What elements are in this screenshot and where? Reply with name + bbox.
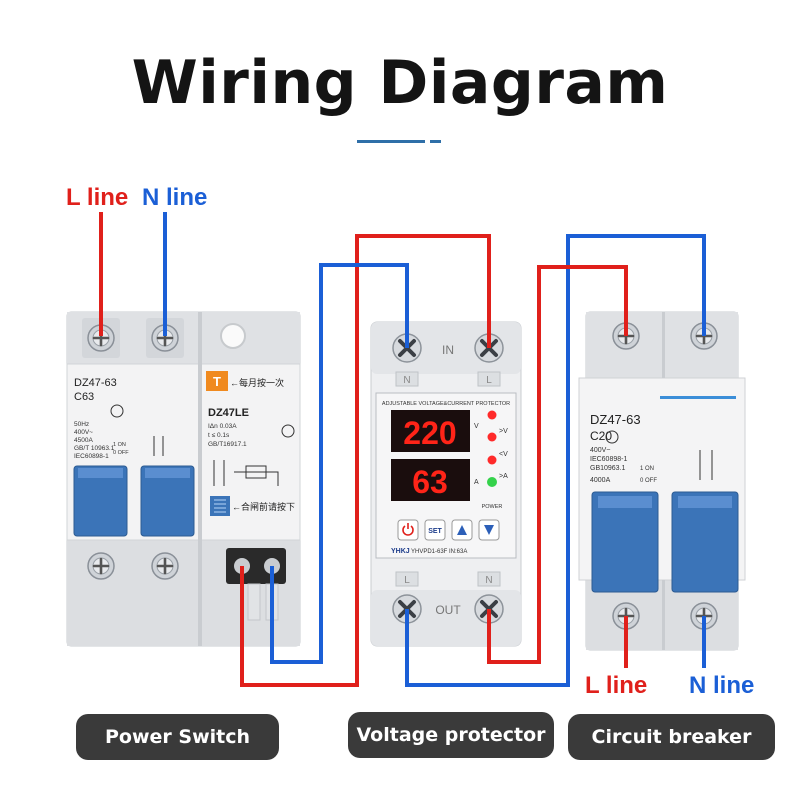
protector-power-button[interactable]: [397, 519, 419, 541]
breaker-rating: C20: [590, 429, 612, 443]
power-switch-terminal-bottom-1: [86, 551, 116, 581]
power-switch-caption: Power Switch: [76, 714, 279, 760]
breaker-off-label: 0 OFF: [640, 478, 657, 484]
power-switch-spec-5: IEC60898-1: [74, 453, 109, 460]
power-switch-spec-2: 400V~: [74, 429, 93, 436]
protector-in-n-tag: N: [403, 375, 410, 386]
wires: [99, 212, 706, 687]
protector-out-l-tag: L: [404, 575, 410, 586]
power-switch-test-note: ←每月按一次: [230, 377, 284, 388]
power-switch-model: DZ47-63: [74, 377, 117, 389]
protector-down-button[interactable]: [478, 519, 500, 541]
power-switch-device: DZ47-63 C63 50Hz 400V~ 4500A GB/T 10963.…: [66, 311, 301, 647]
power-switch-rcd-spec-2: t ≤ 0.1s: [208, 432, 230, 439]
protector-in-label: IN: [442, 343, 454, 357]
protector-unit-a: A: [474, 479, 479, 486]
protector-set-button[interactable]: SET: [424, 519, 446, 541]
protector-indicator-under-v: <V: [499, 451, 508, 458]
protector-out-n-tag: N: [485, 575, 492, 586]
protector-indicator-over-a: >A: [499, 473, 508, 480]
breaker-on-label: 1 ON: [640, 466, 654, 472]
protector-up-button[interactable]: [451, 519, 473, 541]
breaker-spec-2: IEC60898-1: [590, 456, 627, 463]
protector-header-text: ADJUSTABLE VOLTAGE&CURRENT PROTECTOR: [382, 401, 510, 407]
output-n-line-label: N line: [689, 672, 755, 699]
power-switch-rcd-model: DZ47LE: [208, 407, 249, 419]
output-l-line-label: L line: [585, 672, 648, 699]
wire-switch-to-protector-live: [240, 234, 491, 687]
protector-set-label: SET: [428, 528, 442, 535]
title-underline-short: [430, 140, 441, 143]
protector-out-label: OUT: [435, 603, 461, 617]
power-switch-off-label: 0 OFF: [113, 450, 129, 456]
power-switch-reset-note: ←合闸前请按下: [232, 501, 295, 512]
breaker-model: DZ47-63: [590, 412, 641, 427]
power-switch-rcd-spec-3: GB/T16917.1: [208, 441, 247, 448]
wire-protector-to-breaker-neutral: [487, 265, 628, 664]
power-switch-spec-3: 4500A: [74, 437, 93, 444]
page-title: Wiring Diagram: [131, 48, 669, 118]
input-n-line-label: N line: [142, 184, 208, 211]
power-switch-terminal-bottom-2: [150, 551, 180, 581]
voltage-protector-caption: Voltage protector: [348, 712, 554, 758]
breaker-spec-1: 400V~: [590, 447, 610, 454]
protector-current-display: 63: [412, 464, 448, 500]
down-arrow-icon: [484, 525, 494, 535]
protector-unit-v: V: [474, 423, 479, 430]
power-switch-on-label: 1 ON: [113, 442, 126, 448]
breaker-spec-3: GB10963.1: [590, 465, 626, 472]
protector-in-l-tag: L: [486, 375, 492, 386]
circuit-breaker-caption: Circuit breaker: [568, 714, 775, 760]
protector-indicator-over-v: >V: [499, 428, 508, 435]
breaker-spec-4: 4000A: [590, 477, 611, 484]
power-switch-spec-1: 50Hz: [74, 421, 89, 428]
protector-voltage-display: 220: [403, 415, 456, 451]
protector-brand: YHKJ: [391, 548, 410, 555]
power-switch-rating: C63: [74, 391, 94, 403]
circuit-breaker-device: DZ47-63 C20 400V~ IEC60898-1 GB10963.1 4…: [578, 311, 746, 651]
voltage-protector-device: IN N L ADJUSTABLE VOLTAGE&CURRENT PROTEC…: [370, 321, 522, 647]
up-arrow-icon: [457, 525, 467, 535]
protector-model-text: YHVPD1-63F IN:63A: [411, 549, 467, 555]
protector-power-label: POWER: [482, 504, 503, 510]
wire-protector-to-breaker-live: [405, 234, 706, 687]
power-switch-test-button[interactable]: T: [213, 374, 221, 389]
power-switch-rcd-spec-1: IΔn 0.03A: [208, 423, 237, 430]
power-switch-spec-4: GB/T 10963.1: [74, 445, 115, 452]
wire-switch-to-protector-neutral: [270, 263, 409, 664]
title-underline-long: [357, 140, 425, 143]
input-l-line-label: L line: [66, 184, 129, 211]
